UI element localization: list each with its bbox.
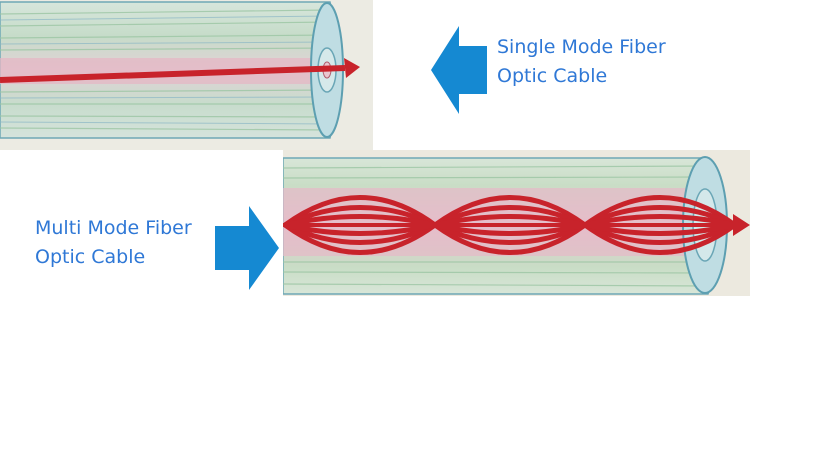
- multi-mode-label-line1: Multi Mode Fiber: [35, 217, 192, 239]
- multi-mode-fiber-illustration: [283, 150, 750, 296]
- light-ray: [0, 65, 346, 83]
- single-mode-label-line2: Optic Cable: [497, 65, 608, 87]
- left-arrow-icon: [431, 26, 487, 114]
- multi-mode-label: Multi Mode Fiber Optic Cable: [35, 214, 192, 272]
- single-mode-label-line1: Single Mode Fiber: [497, 36, 666, 58]
- light-ray-arrowhead: [344, 58, 360, 78]
- multi-mode-label-line2: Optic Cable: [35, 246, 146, 268]
- multi-mode-fiber-drawing: [283, 150, 750, 296]
- right-arrow-icon: [215, 206, 279, 290]
- single-mode-fiber-illustration: [0, 0, 373, 150]
- light-ray-arrowhead: [733, 214, 750, 236]
- light-ray-modes: [283, 195, 737, 255]
- single-mode-fiber-drawing: [0, 0, 373, 150]
- single-mode-label: Single Mode Fiber Optic Cable: [497, 33, 666, 91]
